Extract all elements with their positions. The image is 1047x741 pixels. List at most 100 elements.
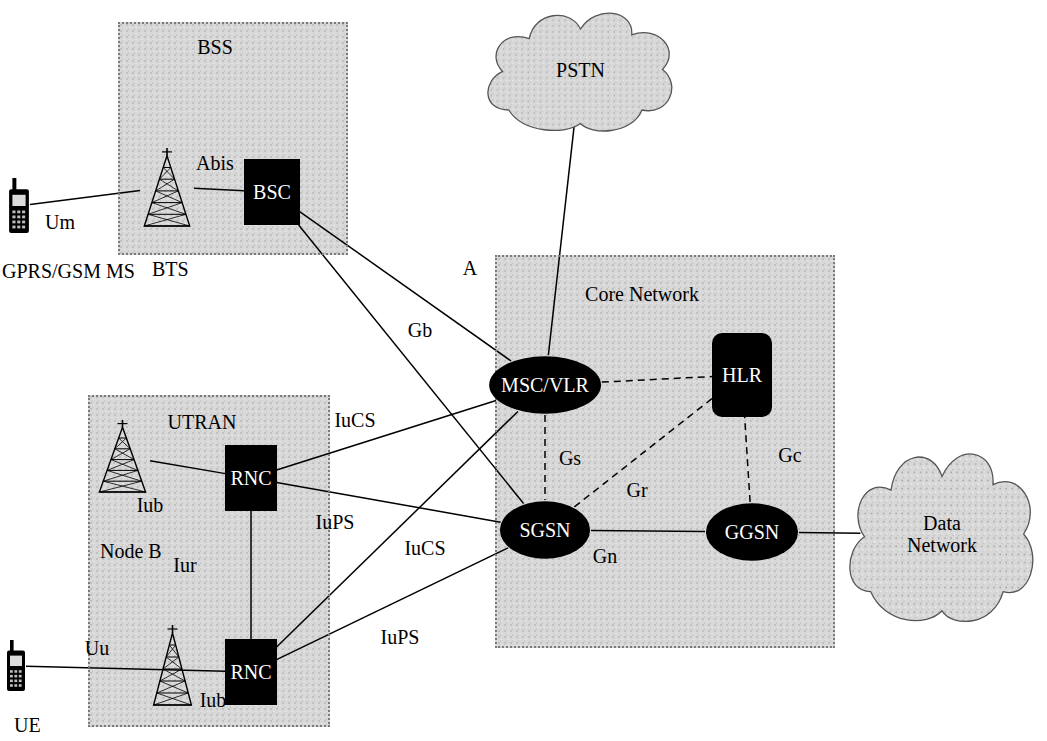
tower-rung <box>156 190 179 191</box>
phone-key <box>19 670 22 673</box>
interface-link <box>591 530 705 531</box>
controller-box: RNC <box>225 639 276 705</box>
node-label: GGSN <box>725 521 779 543</box>
phone-key <box>12 221 15 224</box>
phone-screen <box>12 195 25 206</box>
icon-svg <box>8 178 30 234</box>
interface-label: Gr <box>626 479 647 501</box>
interface-link <box>277 400 497 469</box>
ellipse-part <box>500 501 590 559</box>
phone-key <box>22 210 25 213</box>
interface-link <box>300 212 511 361</box>
phone-key <box>22 226 25 229</box>
interface-label: Iub <box>200 689 227 711</box>
node-label: RNC <box>230 467 271 489</box>
tower-rung <box>148 214 186 215</box>
phone-key <box>10 675 13 678</box>
phone-key <box>12 210 15 213</box>
tower-brace <box>163 657 179 669</box>
phone-key <box>17 221 20 224</box>
interface-label: Gb <box>408 319 432 341</box>
tower-rung <box>163 167 171 168</box>
icon-label: GPRS/GSM MS <box>2 260 135 282</box>
tower-brace <box>154 693 189 705</box>
tower-brace <box>107 460 134 471</box>
tower-brace <box>99 481 141 492</box>
tower-body <box>99 427 145 492</box>
ellipse-part <box>706 503 798 561</box>
region-box: BTS BSC BSS <box>118 22 348 255</box>
interface-label: IuPS <box>316 511 355 533</box>
tower-brace <box>157 681 185 693</box>
phone-key <box>14 675 17 678</box>
phone-key <box>12 216 15 219</box>
signalling-link <box>574 399 712 507</box>
tower-icon: Node B <box>95 420 150 492</box>
node-ellipse: GGSN <box>705 502 799 562</box>
tower-brace <box>148 203 182 215</box>
register-box: HLR <box>712 333 772 417</box>
icon-svg <box>95 420 150 492</box>
node-label: BSC <box>253 181 291 203</box>
interface-label: Um <box>45 211 75 233</box>
interface-label: Gs <box>559 447 581 469</box>
phone-body <box>7 650 25 691</box>
phone-icon: UE <box>6 640 26 692</box>
node-ellipse: MSC/VLR <box>488 355 602 415</box>
tower-brace <box>156 179 175 191</box>
tower-body <box>144 156 189 226</box>
node-label: HLR <box>722 364 762 386</box>
tower-brace <box>103 470 138 481</box>
phone-key <box>14 670 17 673</box>
phone-key <box>14 684 17 687</box>
tower-rung <box>103 481 142 482</box>
interface-label: Iub <box>137 494 164 516</box>
tower-rung <box>159 179 174 180</box>
phone-key <box>17 216 20 219</box>
interface-link <box>26 666 225 671</box>
icon-label: BTS <box>152 258 189 280</box>
phone-body <box>9 189 29 233</box>
tower-brace <box>115 449 134 460</box>
interface-link <box>194 188 244 190</box>
interface-label: Uu <box>85 637 109 659</box>
tower-brace <box>152 203 186 215</box>
region-box: Node BRNCRNCUTRAN <box>88 395 330 727</box>
interface-label: Gn <box>593 545 617 567</box>
icon-label: Node B <box>100 540 162 562</box>
phone-key <box>22 216 25 219</box>
tower-rung <box>107 470 138 471</box>
region-fill <box>495 255 835 648</box>
tower-icon: BTS <box>140 148 194 226</box>
signalling-link <box>602 377 712 383</box>
tower-rung <box>111 459 134 460</box>
cloud-outline <box>488 13 672 131</box>
g-part <box>99 420 145 492</box>
tower-brace <box>159 179 178 191</box>
region-title: Core Network <box>585 283 699 305</box>
tower-brace <box>103 481 145 492</box>
region-title: BSS <box>197 36 233 58</box>
cloud-outline <box>850 454 1033 621</box>
tower-rung <box>154 705 192 706</box>
tower-rung <box>169 645 175 646</box>
tower-brace <box>159 168 170 180</box>
interface-link <box>277 548 508 660</box>
signalling-link <box>745 417 750 502</box>
network-cloud: Data Network <box>840 438 1044 630</box>
tower-rung <box>144 226 189 227</box>
tower-brace <box>152 191 178 203</box>
g-part <box>9 178 29 233</box>
interface-label: IuCS <box>404 537 445 559</box>
phone-key <box>14 680 17 683</box>
phone-key <box>17 226 20 229</box>
signalling-link <box>544 415 546 500</box>
interface-link <box>277 483 501 523</box>
phone-key <box>19 684 22 687</box>
g-part <box>144 148 189 226</box>
cloud-label: Data Network <box>902 512 982 556</box>
icon-label: UE <box>14 714 41 736</box>
interface-label: IuPS <box>381 626 420 648</box>
phone-icon: GPRS/GSM MS <box>8 178 30 234</box>
